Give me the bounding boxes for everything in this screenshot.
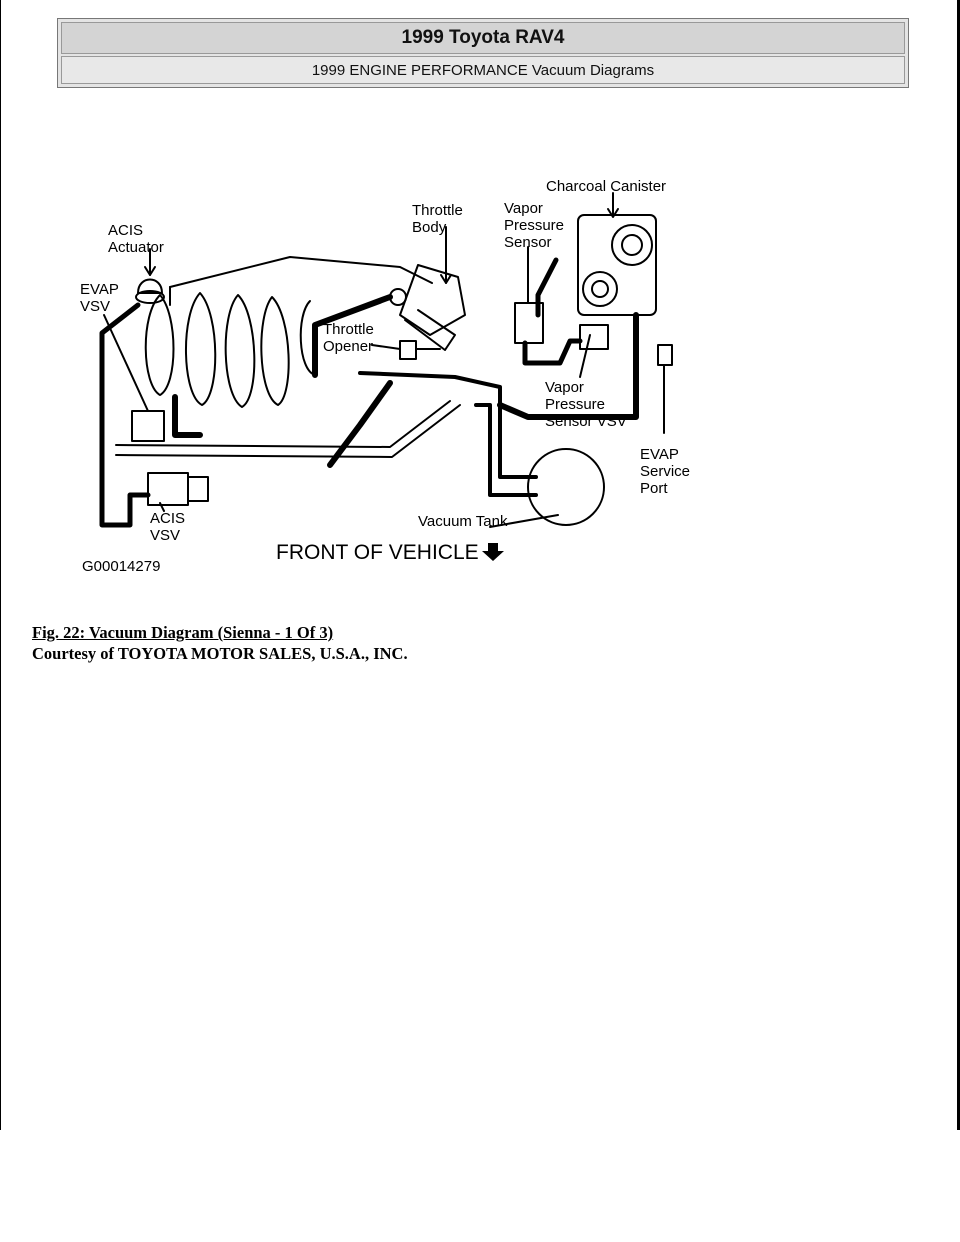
label-acis-vsv-line1: ACIS [150,510,185,527]
document-header: 1999 Toyota RAV4 1999 ENGINE PERFORMANCE… [57,18,909,88]
label-vapor-sensor-line2: Pressure [504,217,564,234]
vacuum-diagram: Charcoal Canister Throttle Body Vapor Pr… [80,178,690,575]
label-vapor-vsv-line1: Vapor [545,379,584,396]
label-throttle-body-line1: Throttle [412,202,463,219]
label-acis-actuator-line2: Actuator [108,239,164,256]
page-right-border [957,0,960,1130]
label-charcoal-canister: Charcoal Canister [546,178,666,195]
down-arrow-icon [482,543,504,561]
label-vacuum-tank: Vacuum Tank [418,513,508,530]
label-vapor-sensor-line1: Vapor [504,200,543,217]
header-title: 1999 Toyota RAV4 [401,27,565,48]
header-title-bar: 1999 Toyota RAV4 [61,22,905,54]
label-throttle-body-line2: Body [412,219,447,236]
page-left-border [0,0,1,1130]
label-evap-port-line3: Port [640,480,668,497]
label-evap-port-line2: Service [640,463,690,480]
label-throttle-opener-line1: Throttle [323,321,374,338]
header-subtitle: 1999 ENGINE PERFORMANCE Vacuum Diagrams [311,61,655,79]
label-vapor-sensor-line3: Sensor [504,234,552,251]
header-subtitle-bar: 1999 ENGINE PERFORMANCE Vacuum Diagrams [61,56,905,84]
label-front-of-vehicle: FRONT OF VEHICLE [276,541,479,564]
label-acis-actuator-line1: ACIS [108,222,143,239]
label-vapor-vsv-line3: Sensor VSV [545,413,627,430]
label-acis-vsv-line2: VSV [150,527,180,544]
label-throttle-opener-line2: Opener [323,338,373,355]
figure-caption: Fig. 22: Vacuum Diagram (Sienna - 1 Of 3… [32,622,408,664]
figure-code: G00014279 [82,558,160,575]
figure-title: Fig. 22: Vacuum Diagram (Sienna - 1 Of 3… [32,623,334,642]
figure-courtesy: Courtesy of TOYOTA MOTOR SALES, U.S.A., … [32,644,408,663]
label-evap-vsv-line2: VSV [80,298,110,315]
label-evap-port-line1: EVAP [640,446,679,463]
label-evap-vsv-line1: EVAP [80,281,119,298]
label-vapor-vsv-line2: Pressure [545,396,605,413]
